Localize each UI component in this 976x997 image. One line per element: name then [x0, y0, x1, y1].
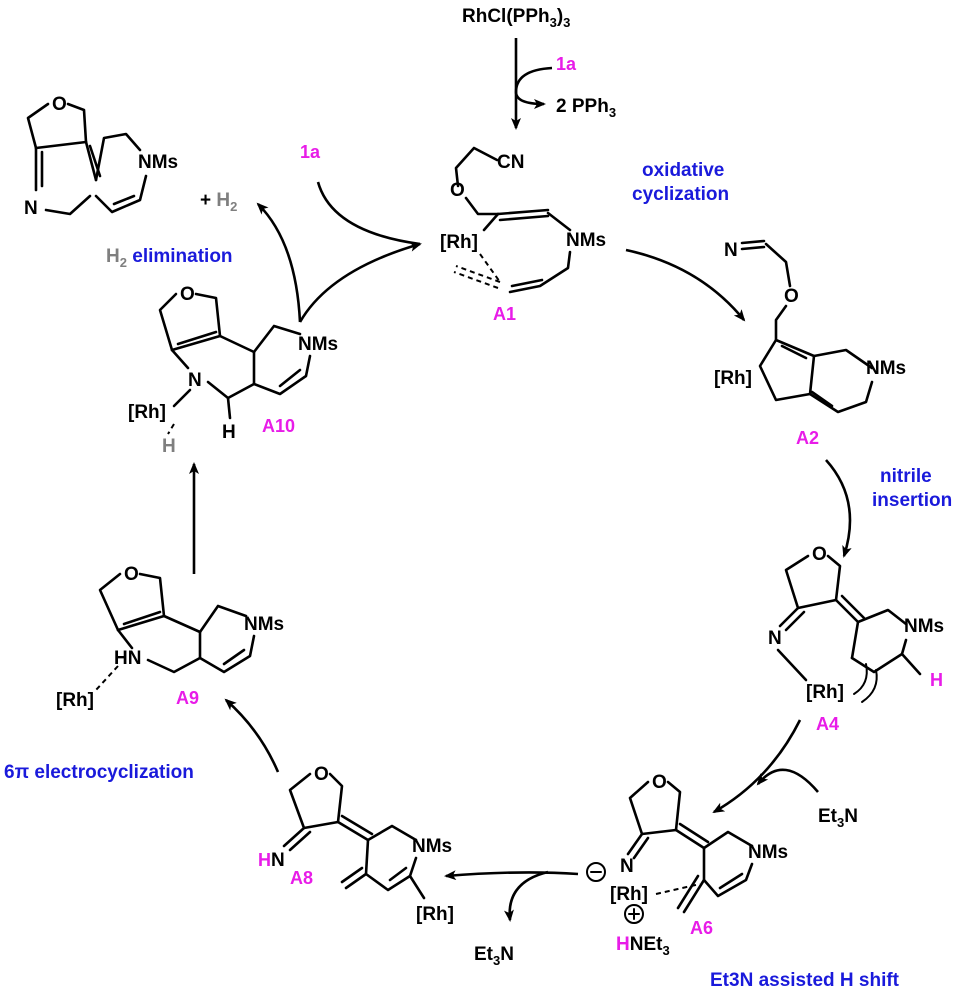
label-A4: A4	[816, 714, 839, 734]
et3n-reagent-right: Et3N	[818, 806, 858, 830]
a8-o: O	[314, 764, 329, 785]
a9-rh: [Rh]	[56, 690, 94, 711]
label-A2: A2	[796, 428, 819, 448]
a8-nms: NMs	[412, 836, 452, 857]
a2-n: N	[724, 240, 738, 261]
a4-h: H	[930, 670, 943, 690]
a1-nms: NMs	[566, 230, 606, 251]
a2-rh: [Rh]	[714, 368, 752, 389]
step-oxidative-line2: cyclization	[632, 184, 729, 205]
et3n-in-arrow	[756, 768, 819, 793]
reagent-1a-in-curve	[316, 181, 421, 246]
step-h2-elimination: H2 elimination	[106, 246, 233, 270]
intermediate-A8: O HN NMs [Rh]	[258, 764, 454, 925]
arrow-a1-a2	[625, 248, 746, 322]
a10-h-ring: H	[222, 422, 236, 443]
a4-rh: [Rh]	[806, 682, 844, 703]
label-A10: A10	[262, 416, 295, 436]
intermediate-A4: O N NMs H [Rh]	[768, 544, 944, 703]
prod-o: O	[52, 94, 67, 115]
a6-rh: [Rh]	[610, 884, 648, 905]
arrow-a4-a6	[712, 719, 802, 814]
prod-n: N	[24, 198, 38, 219]
h2-byproduct: + H2	[200, 190, 237, 214]
a1-o: O	[450, 180, 465, 201]
step-nitrile-line1: nitrile	[880, 466, 932, 487]
intermediate-A10: O N NMs H [Rh] H	[128, 284, 338, 457]
arrow-a2-a4	[825, 459, 852, 558]
label-A6: A6	[690, 918, 713, 938]
et3n-released: Et3N	[474, 944, 514, 968]
prod-nms: NMs	[138, 152, 178, 173]
step-hshift: Et3N assisted H shift	[710, 970, 900, 991]
a6-o: O	[652, 772, 667, 793]
hnet3-label: HNEt3	[616, 934, 670, 958]
a2-o: O	[784, 286, 799, 307]
a10-o: O	[180, 284, 195, 305]
ligand-loss-label: 2 PPh3	[556, 96, 616, 120]
step-oxidative-line1: oxidative	[642, 160, 724, 181]
label-A1: A1	[493, 304, 516, 324]
step-electrocyclization: 6π electrocyclization	[4, 762, 194, 783]
a9-nms: NMs	[244, 614, 284, 635]
a1-cn: CN	[497, 152, 524, 173]
a2-nms: NMs	[866, 358, 906, 379]
reagent-label-left: 1a	[300, 142, 321, 162]
a6-n: N	[620, 856, 634, 877]
intermediate-A9: O HN NMs [Rh]	[56, 564, 284, 711]
a9-hn: HN	[114, 648, 141, 669]
a9-o: O	[124, 564, 139, 585]
a4-nms: NMs	[904, 616, 944, 637]
intermediate-A6: O N NMs [Rh]	[586, 772, 788, 924]
arrow-h2-elimination	[256, 202, 302, 323]
a10-h-rh: H	[162, 436, 176, 457]
a6-nms: NMs	[748, 842, 788, 863]
a10-n: N	[188, 370, 202, 391]
reagent-label-top: 1a	[556, 54, 577, 74]
a8-rh: [Rh]	[416, 904, 454, 925]
label-A9: A9	[176, 688, 199, 708]
label-A8: A8	[290, 868, 313, 888]
a8-hn: HN	[258, 850, 285, 871]
step-nitrile-line2: insertion	[872, 490, 952, 511]
intermediate-A1: CN O NMs [Rh]	[440, 146, 606, 294]
ligand-loss-arrow	[514, 66, 553, 109]
et3n-out-arrow	[503, 870, 549, 922]
intermediate-A2: N O NMs [Rh]	[714, 239, 906, 414]
arrow-a10-a1	[298, 241, 422, 323]
catalyst-label: RhCl(PPh3)3	[462, 6, 570, 30]
a4-o: O	[812, 544, 827, 565]
arrow-a8-a9	[224, 698, 280, 773]
product-structure: O N NMs	[24, 94, 178, 219]
a10-rh: [Rh]	[128, 402, 166, 423]
a4-n: N	[768, 628, 782, 649]
a10-nms: NMs	[298, 334, 338, 355]
arrow-a6-a8	[444, 870, 579, 881]
a1-rh: [Rh]	[440, 232, 478, 253]
